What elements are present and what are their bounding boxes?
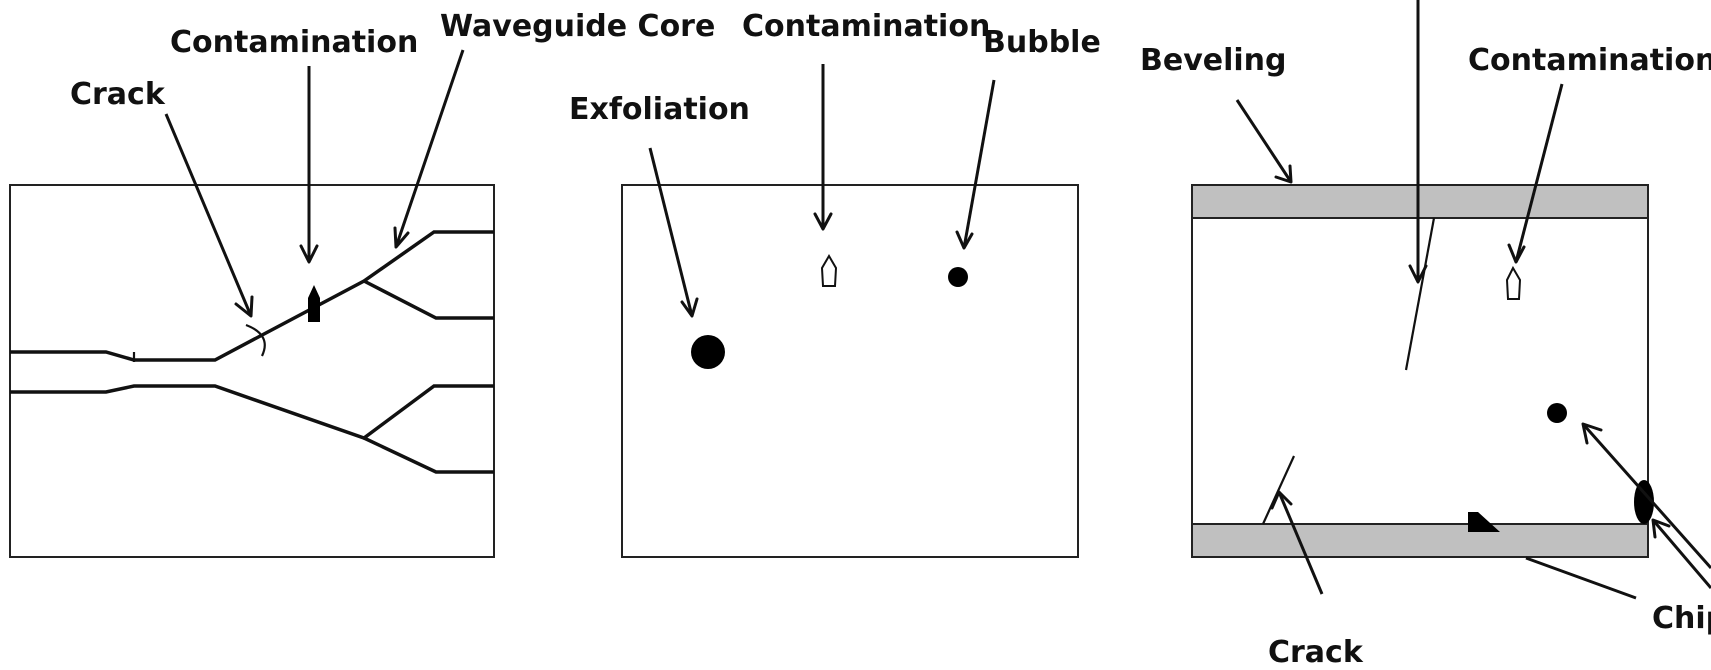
- label-contamination-3: Contamination: [1468, 43, 1711, 78]
- crack-arrow-3: [1270, 490, 1324, 595]
- exfoliation-arrow: [648, 147, 699, 318]
- panel-chip: Beveling Contamination Crack Chip: [1140, 0, 1711, 670]
- top-pointer-arrow: [1408, 0, 1428, 284]
- chip-dot: [1547, 403, 1567, 423]
- label-crack-3: Crack: [1268, 635, 1364, 670]
- contamination-hollow: [820, 254, 838, 287]
- label-exfoliation: Exfoliation: [569, 92, 750, 127]
- panel-2-frame: [621, 184, 1079, 558]
- bevel-bottom: [1191, 523, 1649, 558]
- scratch-line: [1404, 217, 1436, 371]
- crack-mark: [245, 323, 266, 357]
- crack-arrow: [164, 113, 254, 318]
- chip-blob-edge: [1634, 480, 1654, 524]
- waveguide-core-arrow: [393, 49, 465, 249]
- crack-line-3: [1261, 455, 1296, 525]
- chip-blob-bottom: [1468, 512, 1500, 532]
- exfoliation-dot: [691, 335, 725, 369]
- label-waveguide-core: Waveguide Core: [440, 9, 715, 44]
- chip-arrows: [1525, 422, 1711, 600]
- panel-3-frame: [1191, 184, 1649, 558]
- label-bubble: Bubble: [983, 25, 1101, 60]
- contamination-arrow: [299, 66, 319, 264]
- contamination-arrow-2: [813, 64, 833, 231]
- bubble-arrow: [955, 79, 996, 250]
- beveling-arrow: [1235, 99, 1293, 184]
- waveguide-core: [10, 230, 494, 474]
- label-crack: Crack: [70, 77, 166, 112]
- bevel-top: [1191, 184, 1649, 219]
- bubble-dot: [948, 267, 968, 287]
- label-beveling: Beveling: [1140, 43, 1287, 78]
- panel-waveguide: Crack Contamination Waveguide Core: [9, 9, 715, 558]
- label-contamination: Contamination: [170, 25, 418, 60]
- contamination-hollow-3: [1505, 265, 1522, 300]
- contamination-blob: [308, 285, 320, 322]
- panel-surface: Exfoliation Contamination Bubble: [569, 9, 1101, 558]
- label-chip: Chip: [1652, 601, 1711, 636]
- label-contamination-2: Contamination: [742, 9, 990, 44]
- contamination-arrow-3: [1507, 83, 1564, 264]
